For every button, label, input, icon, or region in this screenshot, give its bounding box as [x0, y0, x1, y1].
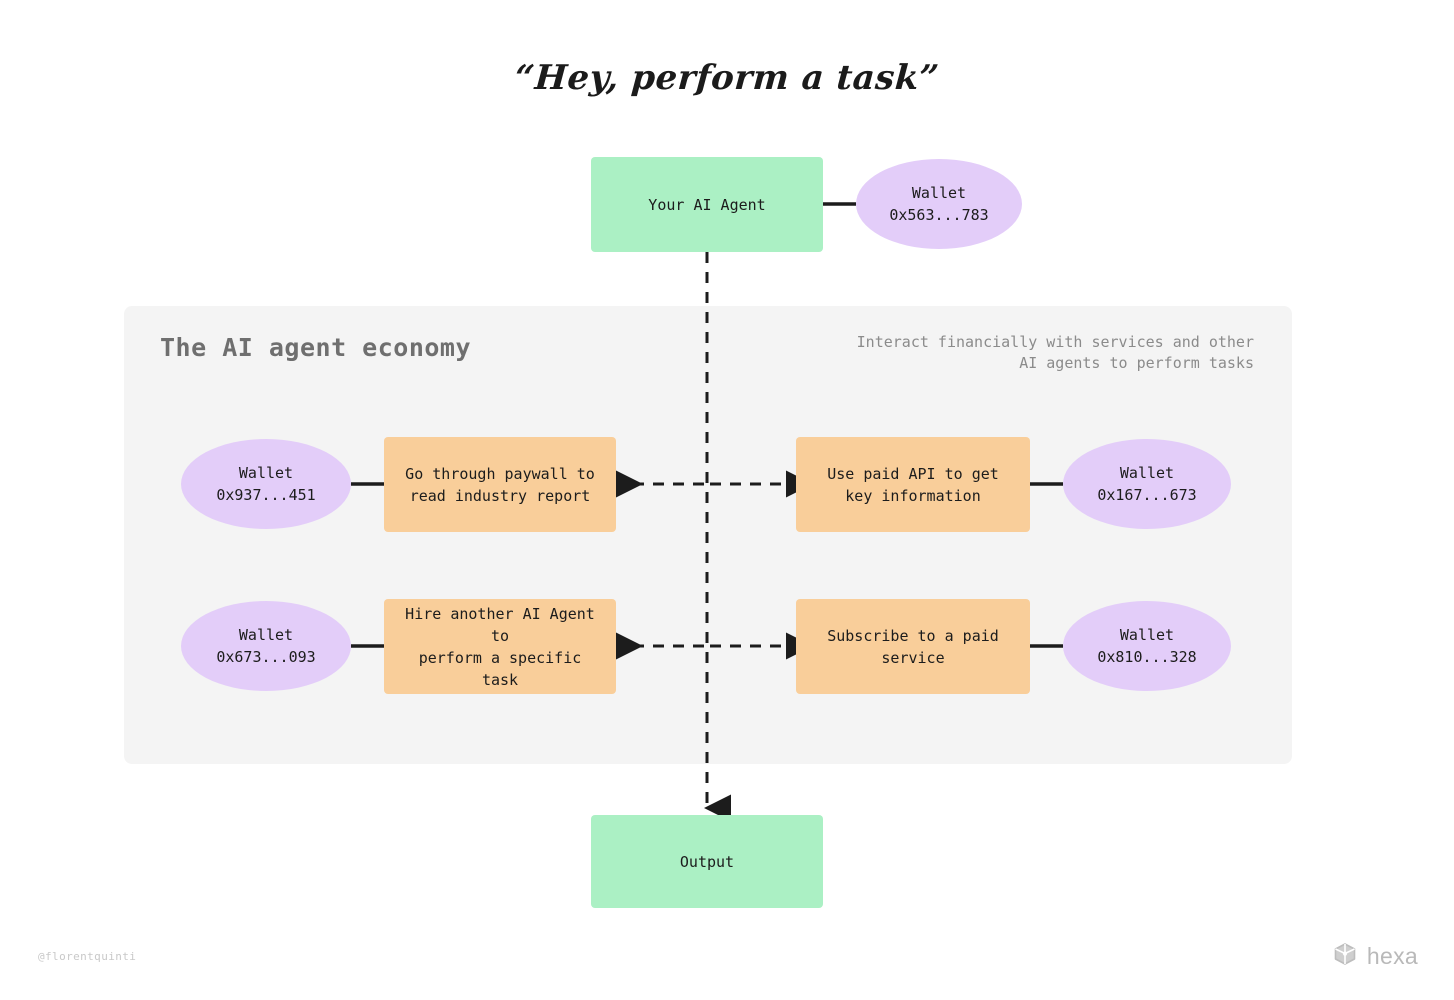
node-label: Wallet 0x937...451: [216, 464, 316, 504]
node-label: Hire another AI Agent to perform a speci…: [405, 604, 595, 689]
node-label: Go through paywall to read industry repo…: [405, 464, 595, 505]
node-label: Output: [679, 852, 735, 871]
node-wallet-api[interactable]: Wallet 0x167...673: [1063, 439, 1231, 529]
node-label: Subscribe to a paid service: [827, 626, 999, 667]
cube-icon: [1332, 941, 1358, 971]
node-task-subscribe[interactable]: Subscribe to a paid service: [796, 599, 1030, 694]
node-label: Wallet 0x167...673: [1097, 464, 1197, 504]
node-label: Your AI Agent: [648, 195, 766, 214]
node-task-hire-agent[interactable]: Hire another AI Agent to perform a speci…: [384, 599, 616, 694]
node-label: Wallet 0x673...093: [216, 626, 316, 666]
node-task-paywall[interactable]: Go through paywall to read industry repo…: [384, 437, 616, 532]
node-output[interactable]: Output: [591, 815, 823, 908]
node-your-ai-agent[interactable]: Your AI Agent: [591, 157, 823, 252]
node-wallet-subscribe[interactable]: Wallet 0x810...328: [1063, 601, 1231, 691]
node-label: Wallet 0x810...328: [1097, 626, 1197, 666]
panel-heading: The AI agent economy: [160, 333, 472, 362]
panel-subtitle: Interact financially with services and o…: [856, 333, 1254, 372]
node-label: Use paid API to get key information: [827, 464, 999, 505]
ai-agent-economy-panel: [124, 306, 1292, 764]
node-task-paid-api[interactable]: Use paid API to get key information: [796, 437, 1030, 532]
node-wallet-agent[interactable]: Wallet 0x563...783: [856, 159, 1022, 249]
page-title: “Hey, perform a task”: [513, 58, 941, 98]
hexa-logo: hexa: [1332, 941, 1418, 971]
node-wallet-hire[interactable]: Wallet 0x673...093: [181, 601, 351, 691]
logo-text: hexa: [1366, 942, 1418, 969]
author-credit: @florentquinti: [38, 950, 137, 963]
node-wallet-paywall[interactable]: Wallet 0x937...451: [181, 439, 351, 529]
node-label: Wallet 0x563...783: [889, 184, 989, 224]
